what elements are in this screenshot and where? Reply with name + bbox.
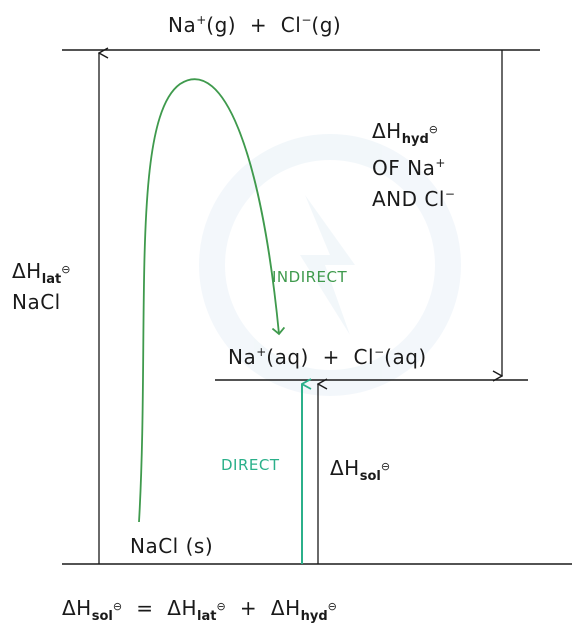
eq-term-lattice: ΔHlat⊖ (167, 596, 227, 624)
plus-sign: + (249, 13, 268, 37)
watermark-logo (199, 134, 461, 396)
direct-route-label: DIRECT (221, 456, 280, 474)
state-gas: (g) (311, 13, 342, 37)
hess-law-equation: ΔHsol⊖ = ΔHlat⊖ + ΔHhyd⊖ (62, 598, 337, 623)
hydration-of-sodium: OF Na+ (372, 155, 446, 180)
plus-sign: + (322, 345, 340, 369)
lattice-compound: NaCl (12, 289, 61, 314)
eq-equals: = (136, 596, 154, 620)
charge-positive: + (196, 13, 207, 27)
solid-nacl-label: NaCl (s) (130, 534, 214, 558)
eq-lhs: ΔHsol⊖ (62, 596, 123, 624)
aqueous-ions-label: Na+(aq) + Cl−(aq) (228, 346, 427, 367)
charge-negative: − (301, 13, 312, 27)
eq-term-hydration: ΔHhyd⊖ (270, 596, 338, 624)
gaseous-ions-label: Na+(g) + Cl−(g) (168, 14, 341, 35)
eq-plus: + (239, 596, 258, 620)
state-gas: (g) (206, 13, 237, 37)
charge-positive: + (256, 345, 267, 359)
charge-negative: − (374, 345, 385, 359)
ion-chloride: Cl (353, 345, 375, 369)
ion-sodium: Na (168, 13, 197, 37)
ion-chloride: Cl (280, 13, 302, 37)
state-aqueous: (aq) (384, 345, 427, 369)
lattice-enthalpy-symbol: ΔHlat⊖ (12, 259, 71, 287)
solution-enthalpy-label: ΔHsol⊖ (330, 456, 391, 484)
hydration-enthalpy-symbol: ΔHhyd⊖ (372, 119, 439, 147)
hydration-and-chloride: AND Cl− (372, 186, 455, 211)
state-aqueous: (aq) (266, 345, 309, 369)
lattice-enthalpy-label: ΔHlat⊖ NaCl (12, 258, 71, 316)
indirect-route-label: INDIRECT (272, 268, 348, 286)
ion-sodium: Na (228, 345, 257, 369)
indirect-route-arrow (138, 78, 286, 523)
hydration-enthalpy-label: ΔHhyd⊖ OF Na+ AND Cl− (372, 118, 455, 213)
